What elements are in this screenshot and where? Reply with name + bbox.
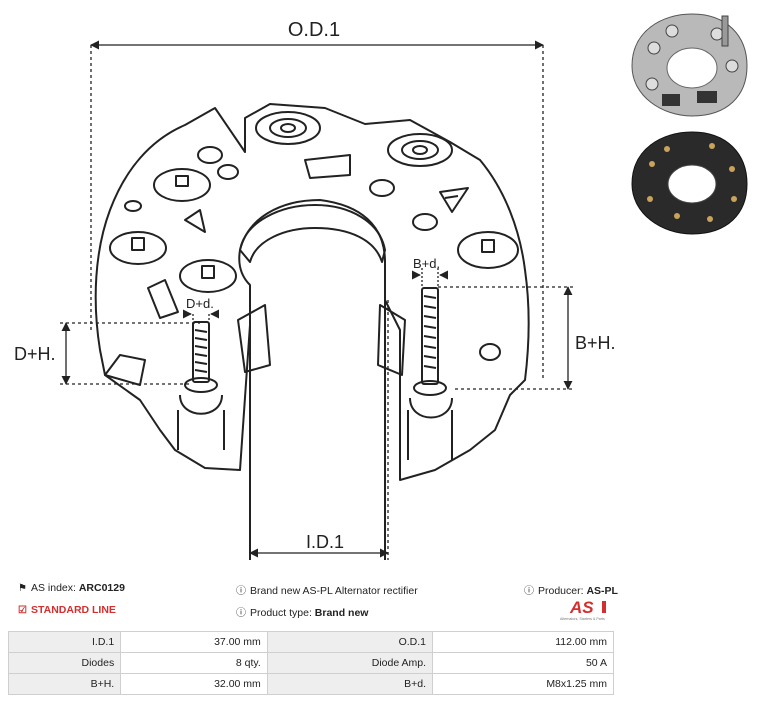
info-icon: ⓘ — [524, 586, 534, 597]
bh-label: B+H. — [575, 333, 616, 353]
as-index: ⚑AS index: ARC0129 — [18, 582, 125, 594]
product-type-label: Product type: — [250, 607, 312, 619]
spec-label: B+H. — [7, 673, 122, 695]
product-type: ⓘ Product type: Brand new — [236, 604, 368, 619]
product-description: ⓘ Brand new AS-PL Alternator rectifier — [236, 582, 418, 597]
rectifier-photo-front — [631, 13, 748, 117]
spec-label: Diode Amp. — [266, 652, 434, 674]
spec-label: B+d. — [266, 673, 434, 695]
dh-label: D+H. — [14, 344, 56, 364]
spec-value: 50 A — [432, 652, 614, 674]
spec-value: 112.00 mm — [432, 631, 614, 653]
spec-label: Diodes — [7, 652, 122, 674]
info-icon: ⓘ — [236, 586, 246, 597]
as-index-value: ARC0129 — [78, 582, 125, 594]
rectifier-photo-back — [631, 131, 748, 235]
spec-value: 32.00 mm — [120, 673, 268, 695]
spec-label: I.D.1 — [7, 631, 122, 653]
rectifier-technical-drawing: O.D.1 I.D.1 D+H. B+H. D+d. B+d. — [14, 19, 616, 560]
svg-text:Alternators, Starters & Parts: Alternators, Starters & Parts — [560, 617, 605, 621]
spec-value: 37.00 mm — [120, 631, 268, 653]
check-square-icon: ☑ — [18, 605, 27, 616]
spec-label: O.D.1 — [266, 631, 434, 653]
bd-label: B+d. — [413, 256, 440, 271]
id1-label: I.D.1 — [306, 532, 344, 552]
svg-text:AS: AS — [569, 598, 594, 617]
rectifier-body-outline — [94, 103, 530, 481]
standard-line-badge: ☑STANDARD LINE — [18, 604, 116, 616]
producer-label: Producer: — [538, 585, 584, 597]
product-type-value: Brand new — [314, 607, 369, 619]
od1-label: O.D.1 — [288, 19, 340, 41]
dd-label: D+d. — [186, 296, 214, 311]
producer-value: AS-PL — [586, 585, 618, 597]
spec-value: 8 qty. — [120, 652, 268, 674]
spec-value: M8x1.25 mm — [432, 673, 614, 695]
standard-line-text: STANDARD LINE — [30, 604, 116, 616]
as-pl-logo: AS Alternators, Starters & Parts — [560, 598, 606, 621]
as-index-label: AS index: — [30, 582, 76, 594]
info-icon: ⓘ — [236, 608, 246, 619]
tags-icon: ⚑ — [18, 583, 27, 594]
product-description-text: Brand new AS-PL Alternator rectifier — [250, 585, 418, 597]
producer: ⓘ Producer: AS-PL — [524, 582, 618, 597]
